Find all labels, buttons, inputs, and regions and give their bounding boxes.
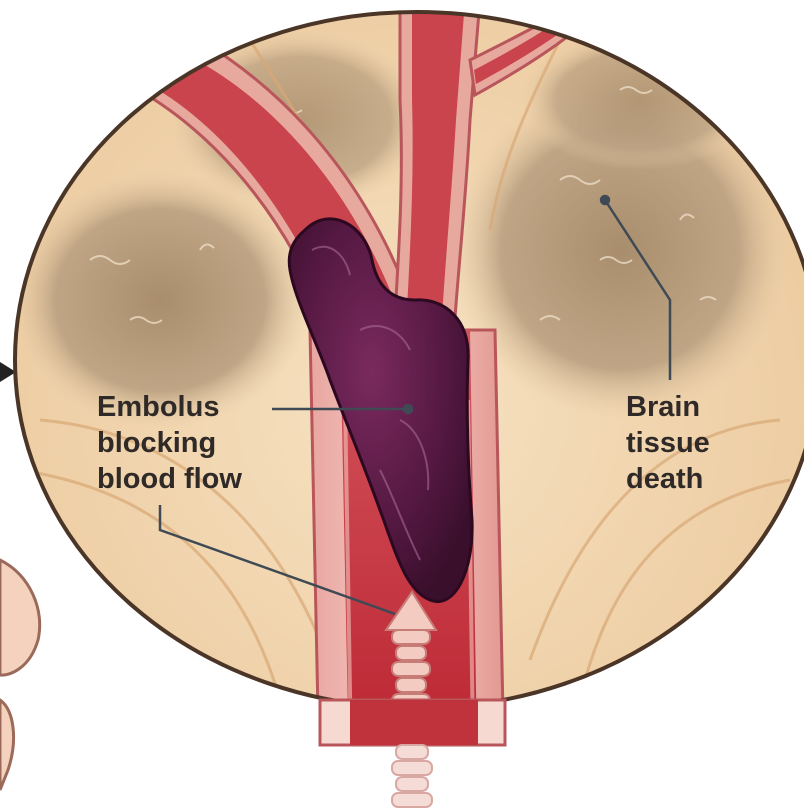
embolus-label-line-1: Embolus: [97, 389, 242, 425]
brain-label-line-2: tissue: [626, 425, 710, 461]
head-outline: [0, 560, 40, 790]
vessel-below-circle: [320, 700, 505, 807]
brain-label-line-3: death: [626, 461, 710, 497]
brain-tissue-death-label: Brain tissue death: [626, 389, 710, 497]
embolus-label: Embolus blocking blood flow: [97, 389, 242, 497]
embolus-label-line-2: blocking: [97, 425, 242, 461]
embolus-label-line-3: blood flow: [97, 461, 242, 497]
brain-label-line-1: Brain: [626, 389, 710, 425]
